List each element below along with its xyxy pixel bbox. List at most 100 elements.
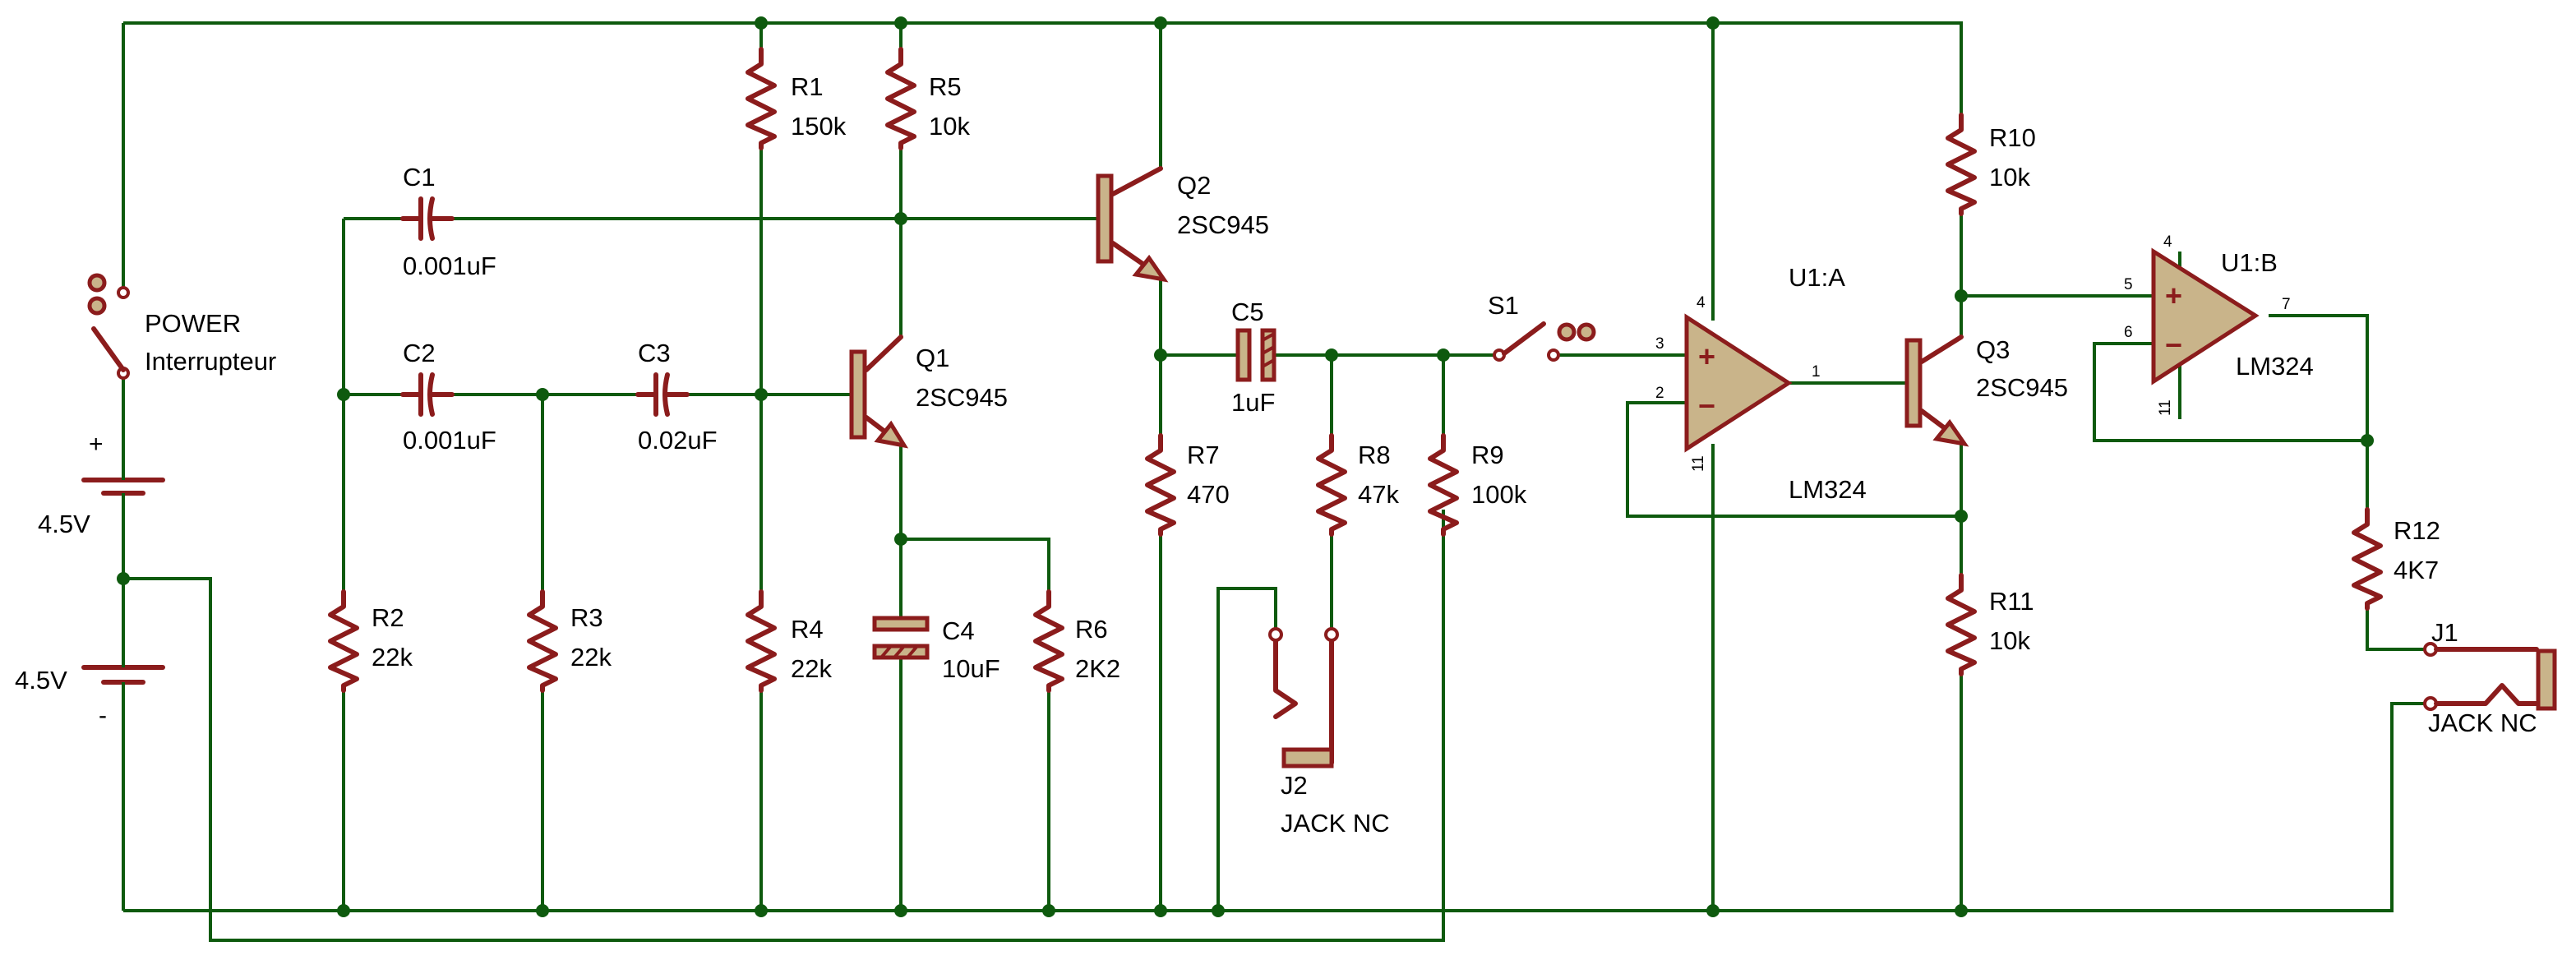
junction-dot xyxy=(1212,904,1225,917)
opamp-u1b-pin-in-p: 5 xyxy=(2124,276,2133,293)
capacitor-c1[interactable]: C1 0.001uF xyxy=(400,163,496,280)
resistor-r8[interactable]: R8 47k xyxy=(1316,433,1399,537)
junction-dot xyxy=(1437,348,1450,362)
opamp-u1a-pin-gnd: 11 xyxy=(1690,455,1707,472)
junction-dot xyxy=(894,16,907,30)
resistor-r4[interactable]: R4 22k xyxy=(746,589,832,693)
switch-power[interactable]: POWER Interrupteur xyxy=(87,273,276,380)
junction-dot xyxy=(755,388,768,401)
transistor-q1[interactable]: Q1 2SC945 xyxy=(849,335,1008,449)
opamp-u1a-pin-in-p: 3 xyxy=(1655,335,1664,353)
jack-j1-value: JACK NC xyxy=(2428,708,2537,737)
wire-u1a-feedback xyxy=(1626,401,1961,518)
junction-dot xyxy=(755,16,768,30)
resistor-r9[interactable]: R9 100k xyxy=(1428,433,1527,537)
jack-j1[interactable]: J1 JACK NC xyxy=(2423,618,2557,737)
resistor-r8-value: 47k xyxy=(1358,480,1399,509)
junction-dot xyxy=(117,572,130,585)
transistor-q1-arrow-icon xyxy=(874,420,909,449)
capacitor-c4[interactable]: C4 10uF xyxy=(872,616,1000,683)
junction-dot xyxy=(1042,904,1055,917)
jack-j2[interactable]: J2 JACK NC xyxy=(1268,627,1390,838)
opamp-u1b[interactable]: + − 5 6 7 4 11 U1:B LM324 xyxy=(2124,233,2314,419)
capacitor-c2-value: 0.001uF xyxy=(403,426,496,455)
switch-power-ref: POWER xyxy=(145,309,241,338)
jack-j2-value: JACK NC xyxy=(1281,809,1390,838)
resistor-r2[interactable]: R2 22k xyxy=(328,589,413,693)
wires xyxy=(122,21,2429,942)
resistor-r6[interactable]: R6 2K2 xyxy=(1033,589,1120,693)
resistor-r2-value: 22k xyxy=(372,643,413,672)
resistor-r10[interactable]: R10 10k xyxy=(1946,113,2036,216)
resistor-r1-symbol xyxy=(746,47,777,150)
resistor-r3[interactable]: R3 22k xyxy=(527,589,612,693)
resistor-r12[interactable]: R12 4K7 xyxy=(2352,507,2440,611)
wire-lower-rail xyxy=(123,510,1445,942)
resistor-r3-value: 22k xyxy=(570,643,612,672)
opamp-u1a-pin-vcc: 4 xyxy=(1697,294,1706,312)
transistor-q3-collector xyxy=(1919,335,1964,364)
jack-j1-ref: J1 xyxy=(2431,618,2458,647)
opamp-u1b-value: LM324 xyxy=(2236,352,2314,381)
transistor-q1-ref: Q1 xyxy=(916,344,949,372)
resistor-r9-symbol xyxy=(1428,433,1459,537)
capacitor-c2[interactable]: C2 0.001uF xyxy=(400,339,496,455)
transistor-q3[interactable]: Q3 2SC945 xyxy=(1904,335,2068,447)
transistor-q1-base-bar xyxy=(849,349,867,440)
junctions xyxy=(117,16,2374,917)
resistor-r6-value: 2K2 xyxy=(1075,654,1120,683)
resistor-r11-ref: R11 xyxy=(1989,587,2034,616)
jack-j2-terminal-1 xyxy=(1268,627,1283,642)
junction-dot xyxy=(1154,16,1167,30)
resistor-r9-ref: R9 xyxy=(1471,441,1504,469)
junction-dot xyxy=(1325,348,1338,362)
resistor-r1-value: 150k xyxy=(791,112,847,141)
resistor-r5-symbol xyxy=(885,47,916,150)
resistor-r5[interactable]: R5 10k xyxy=(885,47,970,150)
opamp-u1b-pin-in-n: 6 xyxy=(2124,324,2133,341)
junction-dot xyxy=(755,904,768,917)
transistor-q2[interactable]: Q2 2SC945 xyxy=(1096,166,1269,283)
junction-dot xyxy=(1955,510,1968,523)
capacitor-c3[interactable]: C3 0.02uF xyxy=(635,339,718,455)
junction-dot xyxy=(337,388,350,401)
wire-q1-emitter xyxy=(899,444,1050,911)
capacitor-c5-plate-negative xyxy=(1260,328,1276,382)
resistor-r5-value: 10k xyxy=(929,112,970,141)
capacitor-c5[interactable]: C5 1uF xyxy=(1231,298,1276,417)
capacitor-c4-hatch xyxy=(879,644,919,659)
battery-1[interactable]: + 4.5V xyxy=(38,431,165,538)
junction-dot xyxy=(894,533,907,546)
transistor-q3-value: 2SC945 xyxy=(1976,373,2068,402)
resistor-r11-symbol xyxy=(1946,573,1977,676)
opamp-u1a[interactable]: + − 3 2 1 4 11 U1:A LM324 xyxy=(1655,263,1867,504)
transistor-q2-value: 2SC945 xyxy=(1177,210,1269,239)
resistor-r1[interactable]: R1 150k xyxy=(746,47,847,150)
transistor-q3-arrow-icon xyxy=(1932,418,1969,447)
resistor-r7[interactable]: R7 470 xyxy=(1145,433,1230,537)
resistor-r7-value: 470 xyxy=(1187,480,1230,509)
capacitor-c2-ref: C2 xyxy=(403,339,436,367)
switch-s1[interactable]: S1 xyxy=(1488,291,1596,362)
battery-1-value: 4.5V xyxy=(38,510,90,538)
switch-power-value: Interrupteur xyxy=(145,347,276,376)
wire-top-rail xyxy=(123,21,1963,115)
jack-j2-body xyxy=(1281,747,1334,768)
jack-j2-ref: J2 xyxy=(1281,771,1308,800)
battery-2[interactable]: - 4.5V xyxy=(15,641,165,729)
opamp-u1b-pin-out: 7 xyxy=(2282,296,2291,313)
switch-power-knob-icon xyxy=(87,273,107,293)
capacitor-c5-ref: C5 xyxy=(1231,298,1264,326)
jack-j2-contact xyxy=(1273,639,1298,719)
resistor-r10-symbol xyxy=(1946,113,1977,216)
capacitor-c5-plate-positive xyxy=(1235,328,1252,382)
capacitor-c3-ref: C3 xyxy=(638,339,671,367)
resistor-r2-symbol xyxy=(328,589,359,693)
transistor-q2-arrow-icon xyxy=(1132,254,1169,283)
opamp-u1b-pin-gnd: 11 xyxy=(2157,399,2174,416)
resistor-r1-ref: R1 xyxy=(791,72,824,101)
resistor-r11[interactable]: R11 10k xyxy=(1946,573,2034,676)
junction-dot xyxy=(536,388,549,401)
switch-s1-knob-icon xyxy=(1577,322,1596,342)
